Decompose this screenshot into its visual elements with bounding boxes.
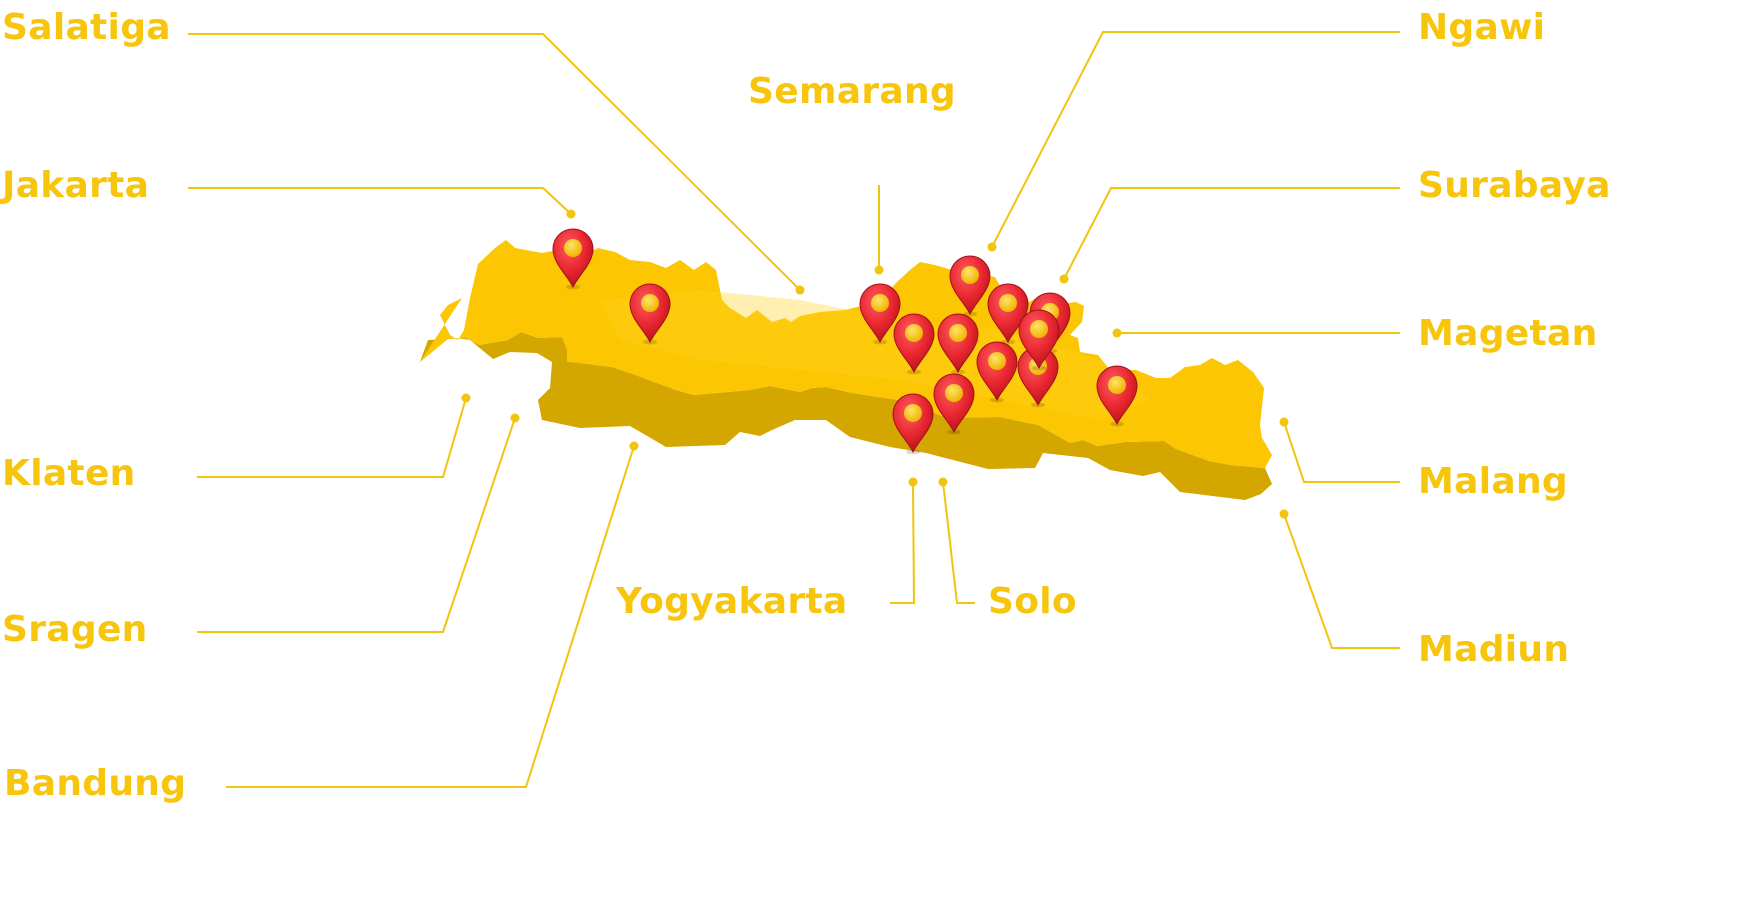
leader-line-salatiga [188, 33, 801, 291]
map-pin-icon [629, 283, 671, 345]
map-pin-icon [933, 373, 975, 435]
label-semarang: Semarang [748, 71, 956, 112]
leader-line-sragen [197, 417, 516, 633]
leader-dot-ngawi [987, 242, 997, 252]
leader-line-solo [942, 481, 975, 604]
leader-dot-solo [938, 477, 948, 487]
leader-dot-bandung [629, 441, 639, 451]
leader-dot-surabaya [1059, 274, 1069, 284]
leader-dot-jakarta [566, 209, 576, 219]
leader-dot-malang [1279, 417, 1289, 427]
leader-line-madiun [1283, 513, 1400, 649]
label-jakarta: Jakarta [2, 165, 150, 206]
leader-line-ngawi [991, 31, 1400, 248]
map-pin-icon [937, 313, 979, 375]
leader-dot-madiun [1279, 509, 1289, 519]
map-pin-icon [1096, 365, 1138, 427]
island-side-shadow [420, 332, 1272, 500]
label-ngawi: Ngawi [1418, 7, 1546, 48]
leader-dot-sragen [510, 413, 520, 423]
label-salatiga: Salatiga [2, 7, 171, 48]
map-pin-icon [893, 313, 935, 375]
map-pin-icon [859, 283, 901, 345]
map-pin-icon [892, 393, 934, 455]
label-sragen: Sragen [2, 609, 148, 650]
label-madiun: Madiun [1418, 629, 1570, 670]
leader-line-yogyakarta [890, 481, 916, 604]
leader-dot-semarang [874, 265, 884, 275]
label-magetan: Magetan [1418, 313, 1598, 354]
label-solo: Solo [988, 581, 1077, 622]
map-pin-icon [552, 228, 594, 290]
island-top-highlight [600, 290, 1150, 420]
leader-dot-klaten [461, 393, 471, 403]
label-bandung: Bandung [4, 763, 187, 804]
map-pin-icon [1018, 309, 1060, 371]
map-pin-icon [976, 341, 1018, 403]
leader-line-jakarta [188, 187, 572, 215]
leader-line-malang [1283, 421, 1400, 483]
leader-line-klaten [197, 397, 467, 478]
leader-dot-magetan [1112, 328, 1122, 338]
leader-lines [188, 31, 1400, 788]
leader-dot-yogyakarta [908, 477, 918, 487]
label-malang: Malang [1418, 461, 1568, 502]
leader-dot-salatiga [795, 285, 805, 295]
label-surabaya: Surabaya [1418, 165, 1611, 206]
location-markers [552, 228, 1138, 455]
leader-line-surabaya [1063, 187, 1400, 280]
label-klaten: Klaten [2, 453, 136, 494]
leader-line-bandung [226, 445, 635, 788]
label-yogyakarta: Yogyakarta [616, 581, 848, 622]
map-pin-icon [949, 255, 991, 317]
